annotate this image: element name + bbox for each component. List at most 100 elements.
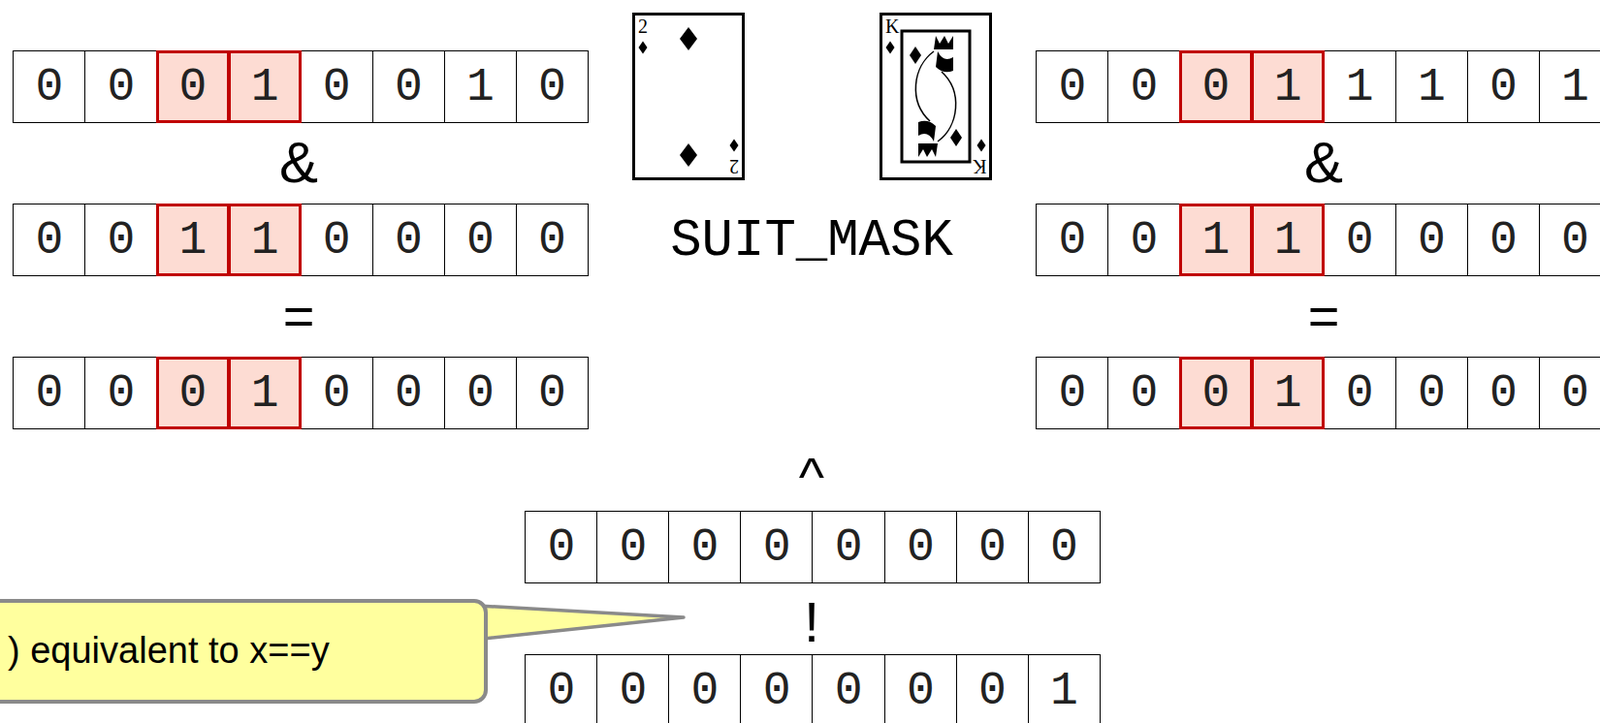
bit-cell: 0 [524, 511, 599, 584]
bit-cell: 1 [156, 203, 230, 277]
bit-value: 1 [1274, 217, 1303, 264]
bit-value: 0 [978, 668, 1007, 715]
king-figure [909, 35, 962, 158]
bit-cell: 0 [596, 654, 671, 723]
bit-cell: 0 [1035, 203, 1110, 277]
bit-cell: 1 [227, 50, 302, 124]
bit-value: 0 [763, 668, 792, 715]
bit-cell: 0 [299, 50, 374, 124]
bit-value: 0 [1202, 370, 1231, 417]
bit-cell: 1 [227, 203, 302, 277]
bit-value: 0 [179, 64, 208, 111]
bit-value: 0 [546, 668, 576, 715]
bit-cell: 0 [1107, 203, 1182, 277]
bit-cell: 0 [1395, 356, 1470, 430]
bit-cell: 0 [596, 511, 671, 584]
bit-value: 0 [978, 524, 1007, 572]
bit-cell: 0 [12, 50, 87, 124]
bit-cell: 0 [1538, 203, 1600, 277]
corner-pip [639, 41, 648, 55]
card-index: K [885, 16, 899, 36]
robe-line [915, 51, 934, 122]
suit-pip [679, 27, 698, 51]
bit-value: 0 [394, 64, 423, 111]
bit-value: 0 [834, 524, 864, 572]
bit-value: 1 [1274, 64, 1303, 111]
bit-cell: 0 [811, 654, 886, 723]
card-index: 2 [638, 16, 648, 36]
card-index: 2 [729, 157, 739, 177]
bit-cell: 0 [299, 356, 374, 430]
bit-cell: 0 [1107, 356, 1182, 430]
bit-value: 0 [1057, 217, 1087, 264]
bit-cell: 0 [84, 203, 159, 277]
beard [935, 51, 954, 72]
bit-cell: 0 [1107, 50, 1182, 124]
suit-pip [909, 46, 922, 64]
bit-cell: 1 [1179, 203, 1253, 277]
bit-cell: 0 [1322, 203, 1397, 277]
bit-cell: 1 [1250, 50, 1325, 124]
bit-cell: 0 [1035, 356, 1110, 430]
bit-cell: 0 [956, 654, 1030, 723]
bit-value: 0 [322, 217, 352, 264]
bit-value: 1 [251, 64, 280, 111]
playing-card: 22 [632, 12, 745, 181]
bit-cell: 0 [515, 203, 590, 277]
equals-sign: = [283, 288, 316, 344]
bit-value: 0 [763, 524, 792, 572]
bit-cell: 0 [1467, 50, 1541, 124]
bit-cell: 0 [1538, 356, 1600, 430]
bit-value: 1 [1202, 217, 1231, 264]
bit-value: 0 [394, 217, 423, 264]
bit-cell: 0 [1179, 356, 1253, 430]
bit-value: 0 [1057, 64, 1087, 111]
bit-value: 0 [34, 217, 64, 264]
bit-value: 0 [466, 217, 495, 264]
bit-value: 1 [1417, 64, 1446, 111]
bit-cell: 0 [1322, 356, 1397, 430]
bit-cell: 1 [1538, 50, 1600, 124]
suit-pip [950, 128, 962, 147]
bit-cell: 0 [84, 50, 159, 124]
bit-cell: 1 [444, 50, 518, 124]
robe-line [937, 71, 957, 142]
bit-value: 0 [106, 64, 135, 111]
bit-cell: 0 [372, 50, 447, 124]
bit-cell: 0 [156, 356, 230, 430]
playing-card: KK [879, 12, 992, 181]
bit-cell: 0 [372, 203, 447, 277]
bit-value: 0 [906, 668, 935, 715]
bit-cell: 1 [1322, 50, 1397, 124]
bit-value: 0 [1129, 217, 1158, 264]
bit-cell: 0 [12, 356, 87, 430]
corner-pip [730, 139, 739, 153]
bit-cell: 0 [1027, 511, 1102, 584]
mask-name: SUIT_MASK [670, 215, 954, 268]
bit-value: 0 [538, 370, 567, 417]
bit-value: 1 [179, 217, 208, 264]
bit-value: 0 [1489, 370, 1518, 417]
bit-value: 0 [1489, 64, 1518, 111]
xor-operator: ^ [799, 449, 825, 505]
bit-value: 1 [466, 64, 495, 111]
bit-value: 1 [251, 370, 280, 417]
bit-value: 0 [34, 370, 64, 417]
and-operator: & [1304, 133, 1344, 192]
bit-cell: 0 [444, 203, 518, 277]
bit-value: 0 [106, 217, 135, 264]
bit-cell: 1 [1395, 50, 1470, 124]
bit-cell: 1 [227, 356, 302, 430]
not-operator: ! [803, 594, 820, 651]
bit-cell: 0 [1179, 50, 1253, 124]
bit-cell: 0 [1467, 203, 1541, 277]
bit-cell: 0 [1035, 50, 1110, 124]
bit-cell: 1 [1250, 356, 1325, 430]
callout-text: ) equivalent to x==y [7, 631, 330, 672]
bit-cell: 0 [668, 654, 742, 723]
and-operator: & [279, 133, 319, 192]
card-face [632, 12, 745, 181]
bit-cell: 0 [84, 356, 159, 430]
beard [918, 121, 936, 142]
